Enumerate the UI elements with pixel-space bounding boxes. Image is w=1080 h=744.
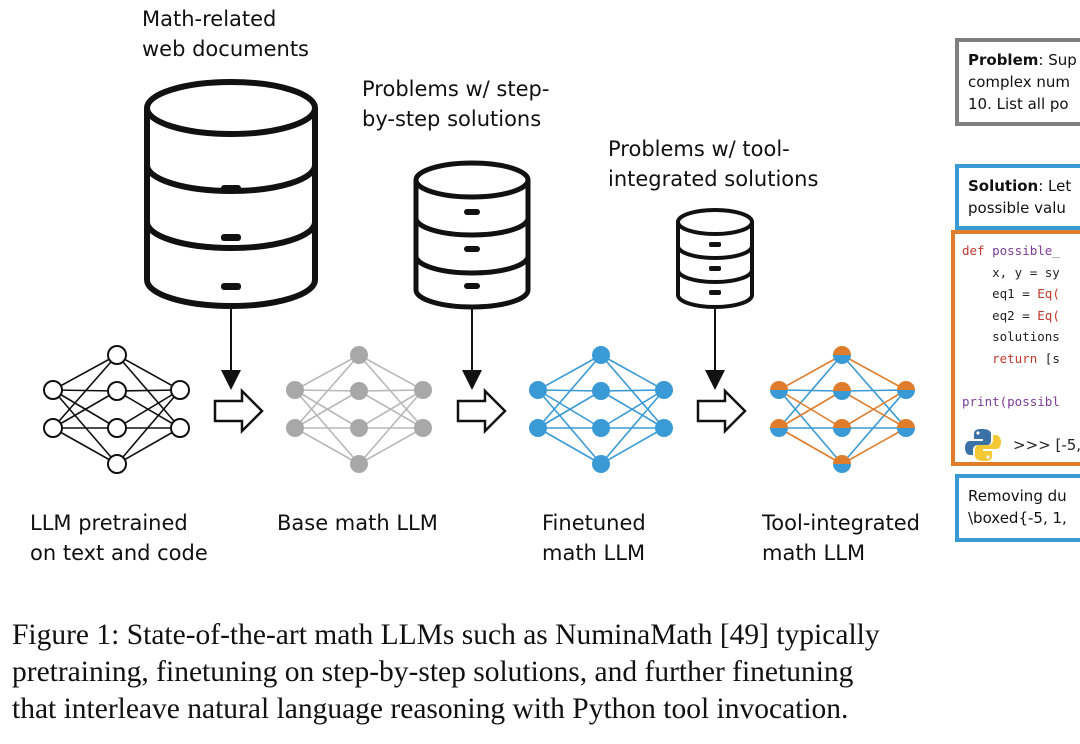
solution-label: Solution [968, 177, 1039, 195]
problem-box: Problem: Sup complex num 10. List all po [955, 38, 1080, 126]
code-output-row: >>> [-5, [965, 428, 1080, 462]
solution-line-1: : Let [1038, 177, 1072, 195]
label-web-documents: Math-related web documents [142, 7, 309, 61]
database-icon-tool-solutions [676, 208, 754, 309]
caption-line-2: pretraining, finetuning on step-by-step … [12, 656, 854, 688]
label-tool-integrated-math-llm: Tool-integrated math LLM [762, 511, 920, 565]
code-line-2: x, y = sy [962, 264, 1060, 280]
code-line-4b: Eq( [1037, 307, 1060, 323]
code-box: def possible_ x, y = sy eq1 = Eq( eq2 = … [951, 230, 1080, 466]
database-icon-web-docs [144, 79, 318, 309]
label-tool-problems: Problems w/ tool- integrated solutions [608, 137, 819, 191]
code-keyword-def: def [962, 243, 985, 258]
figure-caption: Figure 1: State-of-the-art math LLMs suc… [12, 617, 880, 728]
problem-label: Problem [968, 51, 1039, 69]
python-icon [965, 429, 1001, 461]
arrow-right-icon-1 [213, 387, 264, 435]
code-line-6: [s [1037, 350, 1060, 366]
neural-network-icon-base [286, 346, 432, 473]
problem-line-2: complex num [968, 73, 1070, 91]
code-line-5: solutions [962, 329, 1060, 344]
code-output: >>> [-5, [1013, 436, 1080, 454]
neural-network-icon-finetuned [529, 346, 673, 473]
answer-line-2: \boxed{-5, 1, [968, 509, 1067, 527]
database-icon-step-solutions [413, 160, 531, 310]
problem-line-3: 10. List all po [968, 95, 1069, 113]
label-base-math-llm: Base math LLM [277, 511, 438, 535]
label-finetuned-math-llm: Finetuned math LLM [542, 511, 646, 565]
neural-network-icon-pretrained [43, 345, 190, 474]
solution-box: Solution: Let possible valu [955, 164, 1080, 230]
code-line-7: print(possibl [962, 393, 1060, 409]
neural-network-icon-tool-integrated [770, 346, 915, 473]
label-step-problems: Problems w/ step- by-step solutions [362, 77, 550, 131]
code-line-1: possible_ [984, 243, 1060, 258]
answer-line-1: Removing du [968, 487, 1067, 505]
code-line-6-keyword: return [962, 350, 1038, 366]
code-line-3b: Eq( [1037, 286, 1060, 301]
arrow-right-icon-2 [456, 387, 507, 435]
python-code: def possible_ x, y = sy eq1 = Eq( eq2 = … [955, 234, 1080, 412]
answer-box: Removing du \boxed{-5, 1, [955, 474, 1080, 542]
solution-line-2: possible valu [968, 199, 1066, 217]
code-line-4a: eq2 = [962, 307, 1038, 323]
code-line-3a: eq1 = [962, 286, 1038, 301]
problem-line-1: : Sup [1038, 51, 1077, 69]
caption-line-3: that interleave natural language reasoni… [12, 693, 849, 725]
label-llm-pretrained: LLM pretrained on text and code [30, 511, 208, 565]
caption-line-1: Figure 1: State-of-the-art math LLMs suc… [12, 619, 880, 651]
arrow-right-icon-3 [696, 387, 747, 435]
